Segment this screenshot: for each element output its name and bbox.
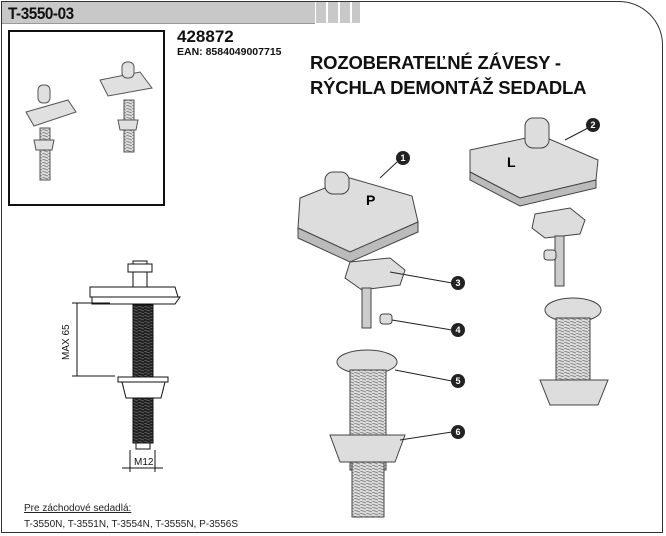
- callout-6: [451, 425, 465, 439]
- page-title: ROZOBERATEĽNÉ ZÁVESY - RÝCHLA DEMONTÁŽ S…: [310, 50, 587, 100]
- product-thumbnail: [8, 30, 165, 206]
- title-line-1: ROZOBERATEĽNÉ ZÁVESY -: [310, 52, 561, 73]
- callout-1: [396, 151, 410, 165]
- callout-5-label: 5: [455, 376, 460, 386]
- header-stripe: [328, 2, 338, 23]
- header-stripe: [352, 2, 360, 23]
- hinge-label-p: P: [366, 192, 375, 208]
- callout-6-label: 6: [455, 427, 460, 437]
- callout-2: [586, 118, 600, 132]
- callout-3-label: 3: [455, 278, 460, 288]
- product-code: T-3550-03: [8, 4, 74, 23]
- max-dimension-label: MAX 65: [61, 324, 72, 360]
- right-bolt-parts: [531, 207, 609, 406]
- title-line-2: RÝCHLA DEMONTÁŽ SEDADLA: [310, 77, 587, 98]
- header-stripe: [316, 2, 326, 23]
- callout-2-label: 2: [590, 120, 595, 130]
- callout-lines: [379, 127, 589, 441]
- header-stripe: [340, 2, 350, 23]
- thumbnail-hinge-left: [25, 84, 77, 181]
- thumbnail-hinge-right: [99, 61, 153, 153]
- compatibility-models: T-3550N, T-3551N, T-3554N, T-3555N, P-35…: [24, 519, 239, 530]
- callout-3: [451, 276, 465, 290]
- thread-label: M12: [134, 457, 154, 468]
- hinge-label-l: L: [507, 154, 516, 170]
- hinge-p: [297, 171, 419, 263]
- callout-4: [451, 323, 465, 337]
- header-bar: T-3550-03: [2, 2, 315, 24]
- left-bolt-parts: [329, 257, 406, 518]
- product-number: 428872: [177, 27, 234, 46]
- callout-1-label: 1: [400, 153, 405, 163]
- compatibility-label: Pre záchodové sedadlá:: [24, 503, 132, 514]
- hinge-l: [469, 117, 599, 207]
- callout-4-label: 4: [455, 325, 460, 335]
- callout-5: [451, 374, 465, 388]
- ean-code: EAN: 8584049007715: [177, 46, 282, 58]
- technical-drawing: [72, 260, 181, 472]
- callout-badges: 1 2 3 4 5 6: [396, 118, 600, 439]
